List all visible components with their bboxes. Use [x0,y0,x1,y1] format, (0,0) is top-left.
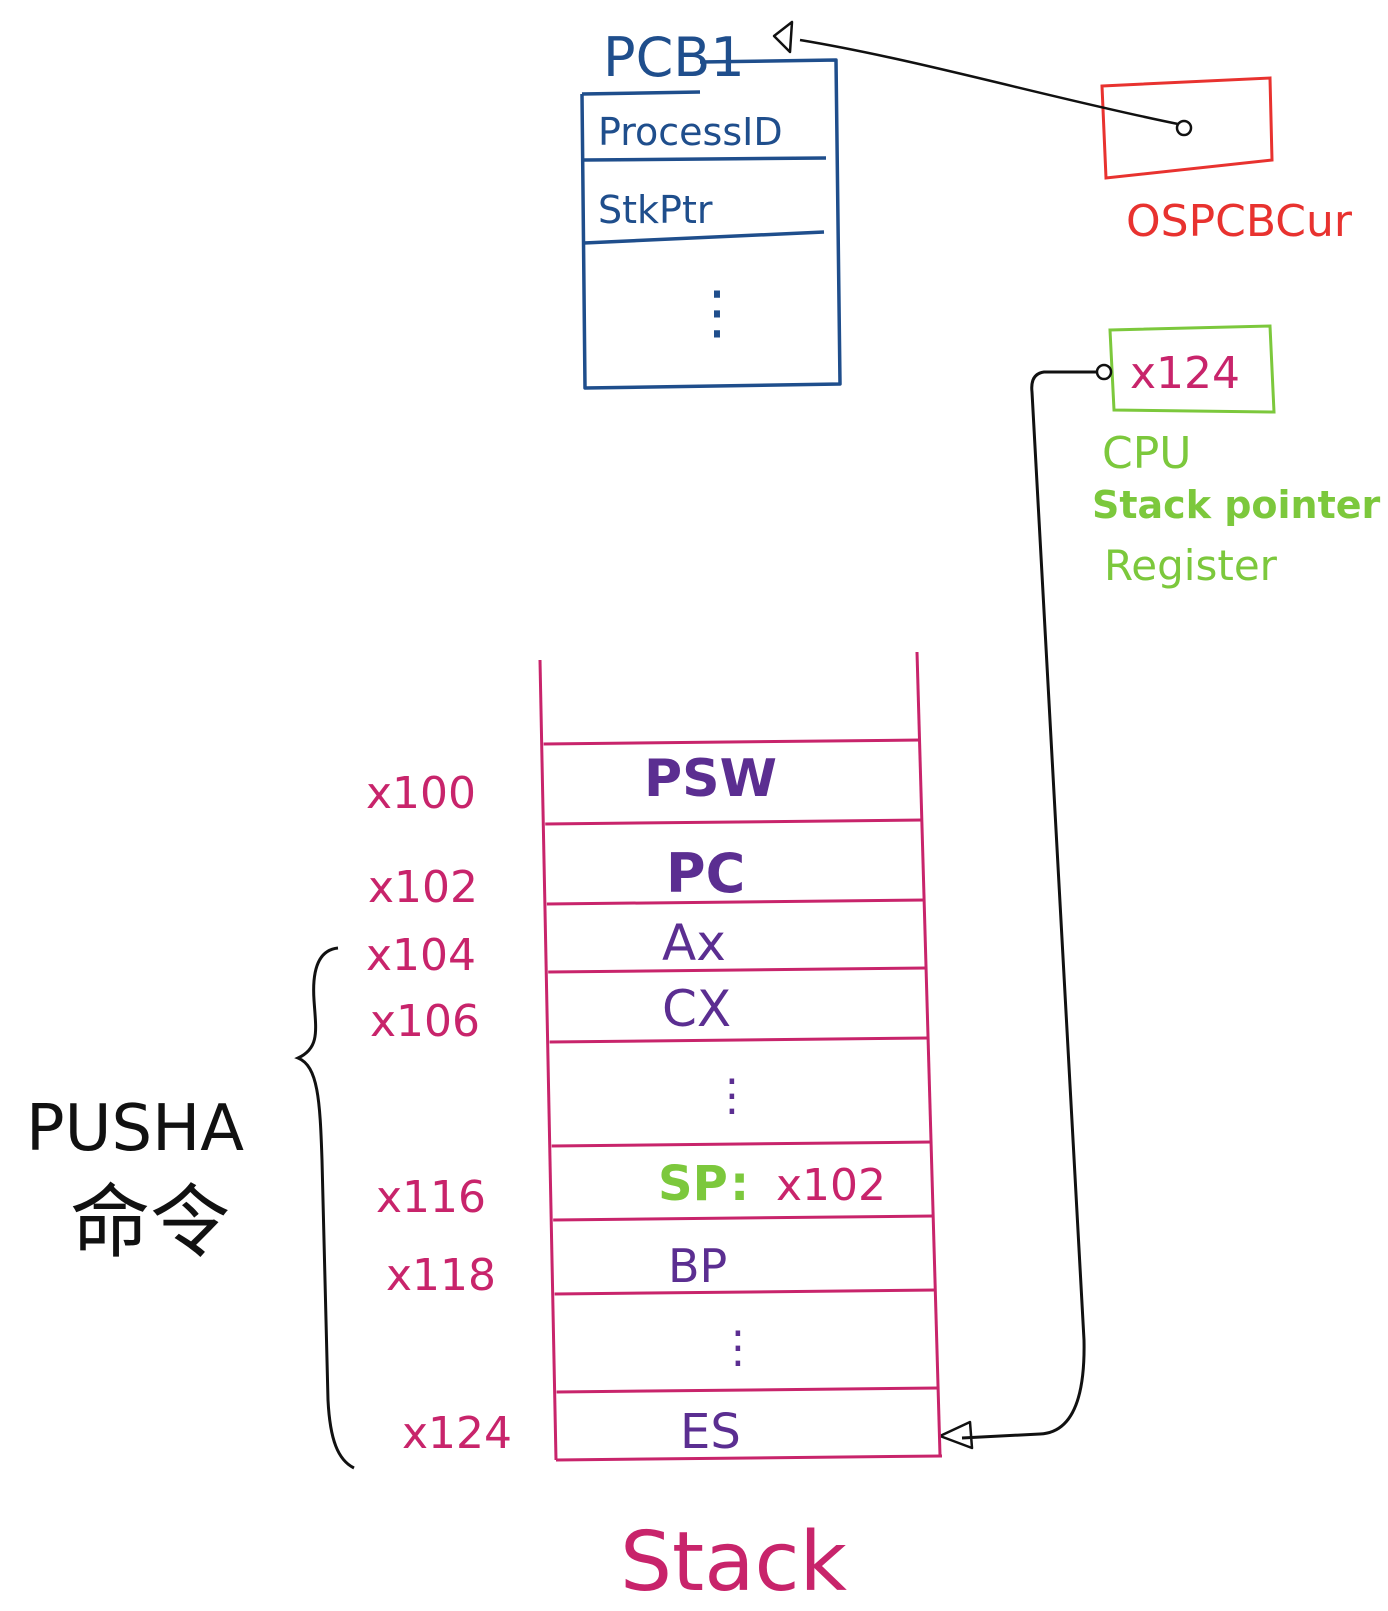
stack-row-sp-value: x102 [776,1160,886,1211]
stack-row: ⋮ [716,1322,760,1373]
stack-rows: PSWx100PCx102Axx104CXx106⋮SP:x102x116BPx… [366,749,886,1460]
stack-divider [553,1214,934,1222]
stack-row-content: ES [680,1404,741,1460]
stack-pointer-label: Stack pointer [1092,483,1381,527]
stack-block: PSWx100PCx102Axx104CXx106⋮SP:x102x116BPx… [366,651,943,1610]
stack-row-address: x100 [366,768,476,819]
stack-title: Stack [620,1515,848,1610]
pcb-block: PCB1 ProcessID StkPtr ⋮ [580,26,842,390]
ospcbcur-pointer-origin [1175,119,1193,137]
stack-row-content: BP [668,1239,727,1293]
stack-row: PC x102 [368,842,745,913]
stack-divider [545,818,923,826]
stack-row: SP: x102 x116 [376,1156,886,1223]
arrowhead-icon [772,20,794,54]
stack-row-address: x124 [402,1408,512,1459]
register-label: Register [1104,541,1278,590]
stack-row-address: x106 [370,996,480,1047]
stack-divider [543,738,921,746]
stack-row-address: x116 [376,1172,486,1223]
cpu-sp-value: x124 [1130,348,1240,399]
stack-row-sp-label: SP [658,1156,728,1212]
arrowhead-icon [938,1420,974,1450]
stack-divider [554,1288,936,1296]
pcb-divider-2 [583,230,825,245]
pcb-box-outline [580,58,842,390]
pusha-brace [294,946,355,1470]
stack-row-content: Ax [662,914,726,972]
cpu-sp-box [1108,324,1276,414]
pcb-top-edge [581,90,701,96]
pusha-annotation: PUSHA 命令 [26,946,355,1470]
stack-right-wall [915,651,942,1456]
ospcbcur-block: OSPCBCur [1100,76,1353,247]
stack-row-address: x118 [386,1250,496,1301]
stack-row-address: x102 [368,862,478,913]
cpu-sp-block: x124 CPU Stack pointer Register [1092,324,1381,590]
stack-row-separator: : [730,1156,749,1212]
stack-divider [551,1140,932,1148]
pcb-title: PCB1 [603,26,745,89]
stack-divider [548,966,927,974]
pcb-divider-1 [583,156,827,162]
stack-row-content: CX [662,980,731,1038]
stack-row-address: x104 [366,930,476,981]
stack-row-content: ⋮ [710,1070,754,1121]
stack-row: BP x118 [386,1239,727,1301]
pcb-field-processid: ProcessID [598,110,783,154]
pcb-ellipsis: ⋮ [688,278,746,346]
ospcbcur-box [1100,76,1274,180]
stack-bottom [555,1454,943,1462]
cpu-sp-pointer-origin [1095,363,1113,381]
stack-row: ⋮ [710,1070,754,1121]
stack-row: ES x124 [402,1404,741,1460]
stack-row-content: PC [666,842,745,905]
ospcbcur-label: OSPCBCur [1126,196,1353,247]
pusha-command-label: 命令 [70,1176,230,1269]
stack-row-content: ⋮ [716,1322,760,1373]
stack-row: CX x106 [370,980,731,1047]
cpu-sp-to-es-arrow [961,370,1098,1440]
stack-divider [546,898,926,906]
stack-left-wall [538,659,558,1461]
cpu-label: CPU [1102,428,1191,479]
stack-row: Ax x104 [366,914,726,981]
stack-divider [556,1386,939,1394]
stack-row: PSW x100 [366,749,777,819]
ospcbcur-to-pcb-arrow [799,38,1179,126]
stack-row-content: PSW [644,749,777,809]
stack-dividers [543,738,939,1394]
pusha-label: PUSHA [26,1092,244,1166]
stack-divider [549,1036,929,1044]
pcb-field-stkptr: StkPtr [598,188,713,232]
